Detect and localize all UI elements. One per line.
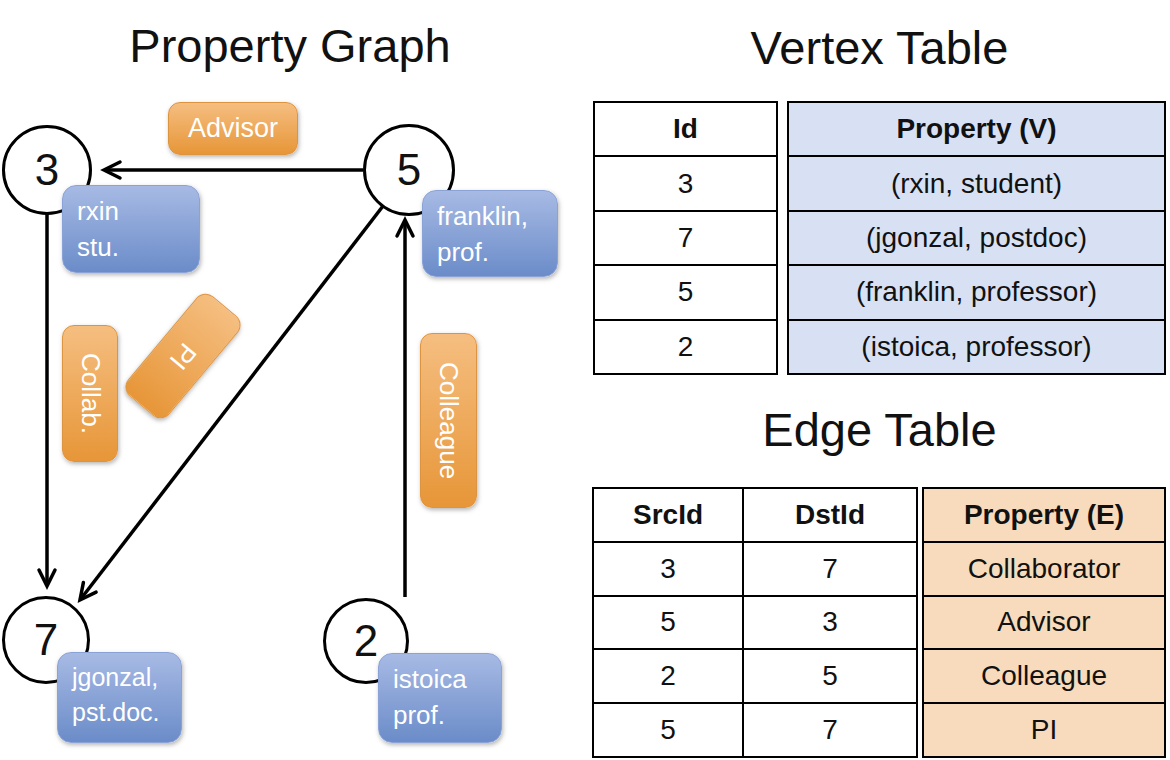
vertex-property-line: istoica <box>393 661 501 697</box>
node-id-label: 5 <box>397 145 421 195</box>
edge-label-collab: Collab. <box>62 325 118 462</box>
node-id-label: 3 <box>35 145 59 195</box>
node-id-label: 7 <box>34 615 58 665</box>
vertex-property-box-rxin: rxin stu. <box>62 185 200 273</box>
vertex-property-line: jgonzal, <box>72 660 181 695</box>
vertex-property-line: pst.doc. <box>72 695 181 730</box>
edge-label-colleague: Colleague <box>420 333 477 508</box>
node-id-label: 2 <box>354 616 378 666</box>
vertex-property-box-jgonzal: jgonzal, pst.doc. <box>57 652 182 743</box>
vertex-property-line: franklin, <box>437 198 557 234</box>
vertex-property-line: prof. <box>393 697 501 733</box>
vertex-property-line: stu. <box>77 229 199 265</box>
vertex-property-box-istoica: istoica prof. <box>378 653 502 743</box>
vertex-property-box-franklin: franklin, prof. <box>422 190 558 277</box>
vertex-property-line: rxin <box>77 193 199 229</box>
edge-label-advisor: Advisor <box>168 102 298 155</box>
vertex-property-line: prof. <box>437 234 557 270</box>
